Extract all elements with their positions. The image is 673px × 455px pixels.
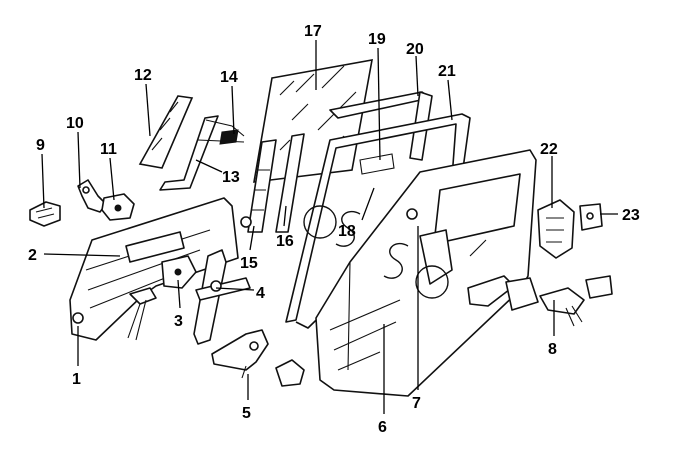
callout-23: 23: [622, 207, 640, 224]
part-11-hinge-block: [101, 193, 135, 221]
watermark-logo: [303, 205, 449, 299]
callout-1: 1: [72, 371, 81, 388]
part-13-vent-frame: [159, 115, 245, 191]
callout-labels: 1 2 3 4 5 6 7 8 9 10 11 12 13 14 15 16 1…: [28, 23, 640, 436]
callout-18: 18: [338, 223, 356, 240]
part-9-knob: [29, 201, 61, 227]
callout-20: 20: [406, 41, 424, 58]
callout-10: 10: [66, 115, 84, 132]
callout-11: 11: [100, 141, 117, 158]
callout-3: 3: [174, 313, 183, 330]
part-8-lock-cylinder: [539, 275, 613, 327]
callout-9: 9: [36, 137, 45, 154]
part-15-window-channel: [240, 133, 305, 233]
part-7-outside-handle: [467, 275, 539, 311]
callout-19: 19: [368, 31, 386, 48]
callout-16: 16: [276, 233, 294, 250]
callout-15: 15: [240, 255, 258, 272]
callout-17: 17: [304, 23, 322, 40]
part-12-vent-glass: [138, 95, 194, 169]
callout-6: 6: [378, 419, 387, 436]
callout-14: 14: [220, 69, 238, 86]
callout-5: 5: [242, 405, 251, 422]
callout-2: 2: [28, 247, 37, 264]
callout-8: 8: [548, 341, 557, 358]
part-23-striker: [579, 203, 603, 231]
callout-4: 4: [256, 285, 265, 302]
part-latch-small: [275, 359, 305, 387]
callout-7: 7: [412, 395, 421, 412]
callout-22: 22: [540, 141, 558, 158]
callout-12: 12: [134, 67, 152, 84]
callout-13: 13: [222, 169, 240, 186]
part-5-hinge: [211, 329, 269, 379]
part-3-escutcheon: [161, 255, 197, 289]
part-lock-rod: [127, 287, 157, 341]
callout-21: 21: [438, 63, 456, 80]
part-22-latch: [537, 199, 575, 259]
leader-lines: [41, 40, 618, 414]
part-6-door-shell: [315, 149, 537, 397]
